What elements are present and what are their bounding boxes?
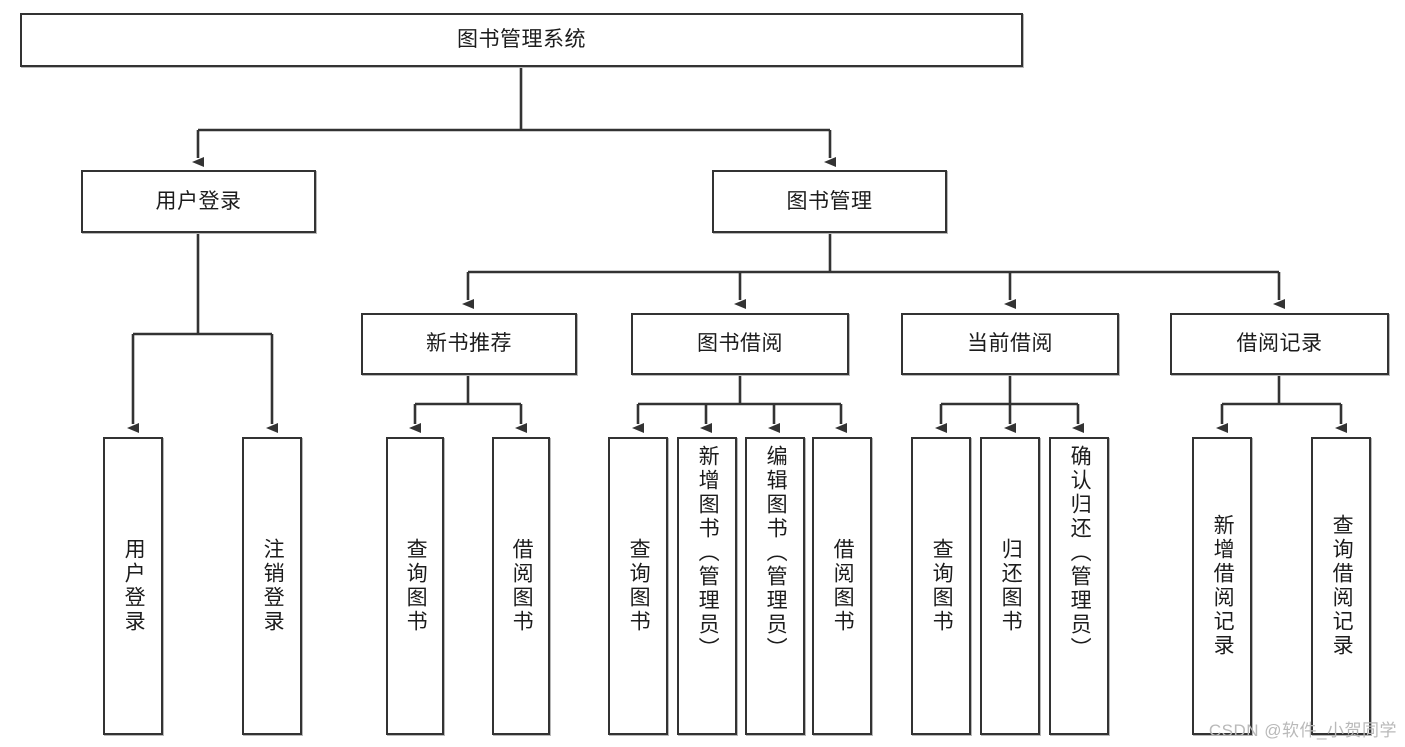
leaf-new-book-recommend-1[interactable]: 借阅图书	[492, 437, 550, 735]
leaf-borrow-record-1[interactable]: 查询借阅记录	[1311, 437, 1371, 735]
node-book-borrow[interactable]: 图书借阅	[631, 313, 849, 375]
node-book-management[interactable]: 图书管理	[712, 170, 947, 233]
leaf-current-borrow-0[interactable]: 查询图书	[911, 437, 971, 735]
node-new-book-recommend[interactable]: 新书推荐	[361, 313, 577, 375]
leaf-current-borrow-0-label: 查询图书	[930, 538, 954, 634]
leaf-current-borrow-2[interactable]: 确认归还（管理员）	[1049, 437, 1109, 735]
leaf-book-borrow-0[interactable]: 查询图书	[608, 437, 668, 735]
node-current-borrow-label: 当前借阅	[967, 332, 1053, 356]
leaf-book-borrow-3-label: 借阅图书	[831, 538, 855, 634]
leaf-borrow-record-0-label: 新增借阅记录	[1211, 514, 1235, 658]
leaf-new-book-recommend-0[interactable]: 查询图书	[386, 437, 444, 735]
leaf-book-borrow-2[interactable]: 编辑图书（管理员）	[745, 437, 805, 735]
leaf-borrow-record-0[interactable]: 新增借阅记录	[1192, 437, 1252, 735]
leaf-user-login-1-label: 注销登录	[261, 538, 285, 634]
node-borrow-record-label: 借阅记录	[1236, 332, 1323, 356]
node-borrow-record[interactable]: 借阅记录	[1170, 313, 1389, 375]
node-root-label: 图书管理系统	[457, 28, 586, 52]
leaf-borrow-record-1-label: 查询借阅记录	[1330, 514, 1354, 658]
leaf-user-login-1[interactable]: 注销登录	[242, 437, 302, 735]
node-book-borrow-label: 图书借阅	[697, 332, 783, 356]
node-new-book-recommend-label: 新书推荐	[426, 332, 512, 356]
leaf-user-login-0[interactable]: 用户登录	[103, 437, 163, 735]
node-user-login-label: 用户登录	[155, 189, 242, 213]
node-root[interactable]: 图书管理系统	[20, 13, 1023, 67]
leaf-book-borrow-0-label: 查询图书	[627, 538, 651, 634]
node-current-borrow[interactable]: 当前借阅	[901, 313, 1119, 375]
leaf-book-borrow-2-label: 编辑图书（管理员）	[764, 445, 788, 661]
leaf-current-borrow-1-label: 归还图书	[999, 538, 1023, 634]
leaf-new-book-recommend-1-label: 借阅图书	[510, 538, 534, 634]
node-book-management-label: 图书管理	[786, 189, 873, 213]
leaf-current-borrow-2-label: 确认归还（管理员）	[1068, 445, 1092, 661]
node-user-login[interactable]: 用户登录	[81, 170, 316, 233]
watermark-text: CSDN @软件_小贺同学	[1208, 721, 1397, 740]
leaf-book-borrow-1-label: 新增图书（管理员）	[696, 445, 720, 661]
leaf-current-borrow-1[interactable]: 归还图书	[980, 437, 1040, 735]
leaf-book-borrow-3[interactable]: 借阅图书	[812, 437, 872, 735]
leaf-user-login-0-label: 用户登录	[122, 538, 146, 634]
leaf-book-borrow-1[interactable]: 新增图书（管理员）	[677, 437, 737, 735]
leaf-new-book-recommend-0-label: 查询图书	[404, 538, 428, 634]
